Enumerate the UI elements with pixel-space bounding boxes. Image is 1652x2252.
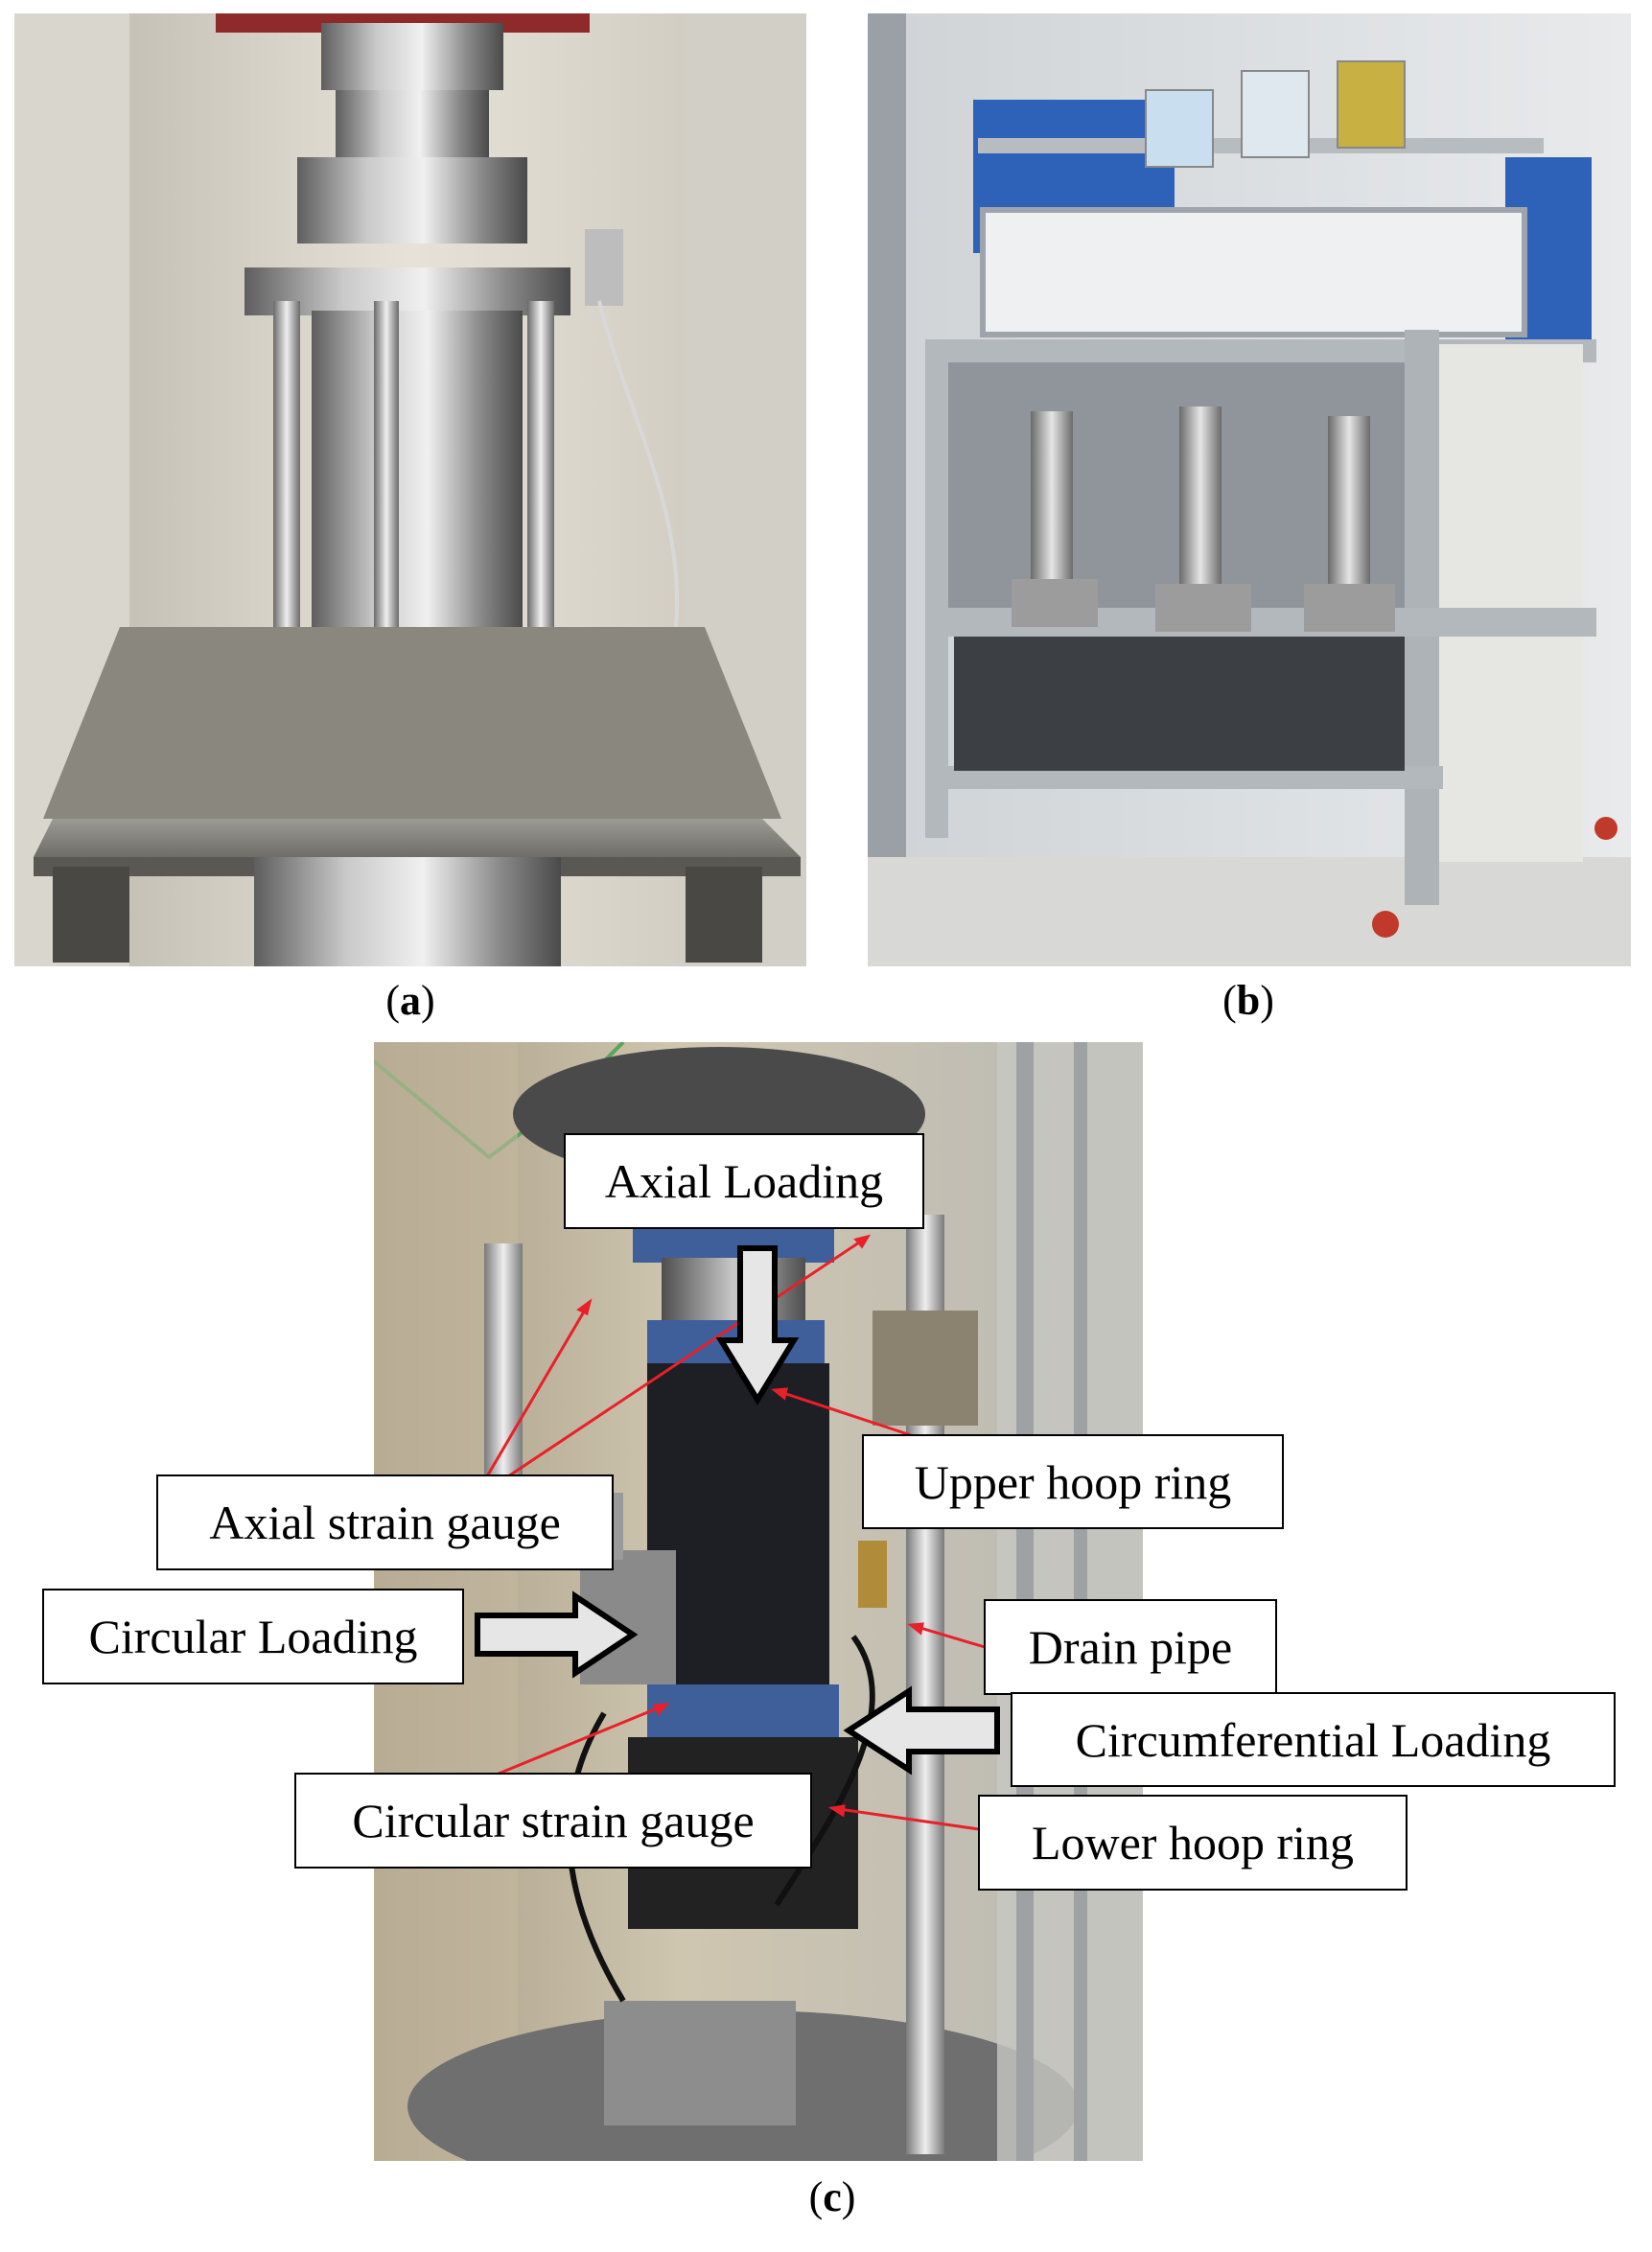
caption-b: (b): [1222, 977, 1274, 1024]
label-circumferential-loading: Circumferential Loading: [1011, 1692, 1616, 1787]
caption-a-letter: a: [400, 977, 421, 1024]
label-axial-strain-gauge: Axial strain gauge: [156, 1474, 614, 1570]
photo-pump-rack: [868, 13, 1631, 966]
label-axial-loading: Axial Loading: [564, 1133, 924, 1229]
label-lower-hoop-ring: Lower hoop ring: [978, 1795, 1408, 1891]
caption-b-letter: b: [1236, 977, 1261, 1024]
caption-c: (c): [808, 2173, 856, 2220]
label-upper-hoop-ring: Upper hoop ring: [862, 1434, 1284, 1529]
label-circular-loading: Circular Loading: [42, 1589, 464, 1684]
label-drain-pipe: Drain pipe: [984, 1599, 1277, 1695]
photo-pressure-cell: [14, 13, 806, 966]
label-circular-strain-gauge: Circular strain gauge: [294, 1773, 812, 1869]
caption-a: (a): [385, 977, 435, 1024]
caption-c-letter: c: [823, 2173, 842, 2220]
